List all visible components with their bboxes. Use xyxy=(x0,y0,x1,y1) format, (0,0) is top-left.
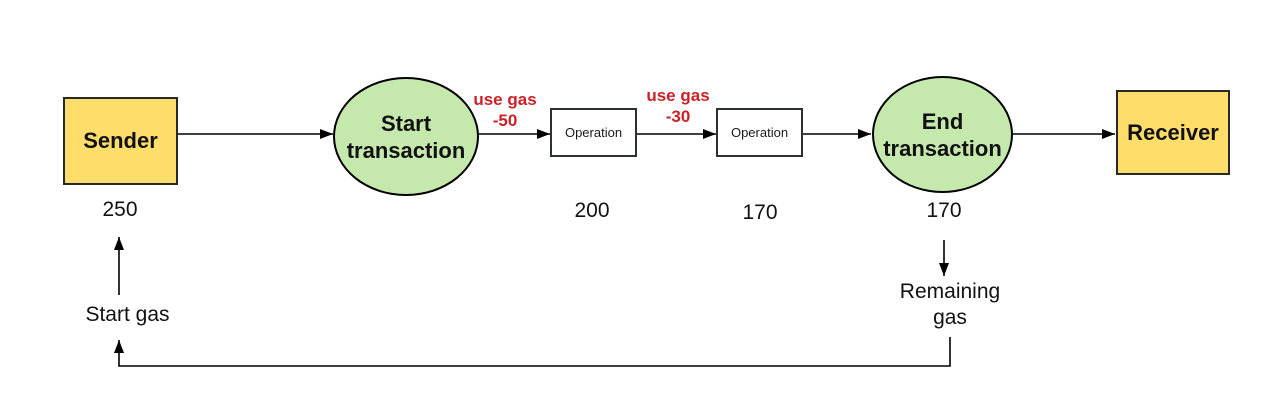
start-transaction-line2: transaction xyxy=(346,137,466,163)
gas-value-end-transaction: 170 xyxy=(926,199,962,222)
node-start-transaction-label: Start transaction xyxy=(347,110,466,164)
node-receiver-label: Receiver xyxy=(1127,119,1219,145)
node-end-transaction: End transaction xyxy=(872,76,1013,193)
node-operation-1-label: Operation xyxy=(564,125,623,140)
end-transaction-line2: transaction xyxy=(883,135,1002,161)
remaining-gas-line1: Remaining xyxy=(899,280,1001,303)
node-end-transaction-label: End transaction xyxy=(883,108,1002,162)
remaining-gas-line2: gas xyxy=(933,306,967,329)
gas-value-start: 250 xyxy=(102,198,138,221)
node-receiver: Receiver xyxy=(1116,90,1230,175)
label-remaining-gas: Remaining gas xyxy=(880,279,1020,331)
use-gas-30-line1: use gas xyxy=(646,86,710,105)
node-operation-1: Operation xyxy=(550,108,637,157)
node-sender: Sender xyxy=(63,97,178,185)
use-gas-50-line1: use gas xyxy=(473,90,537,109)
arrow-remaining-gas-feedback-to-start-gas xyxy=(114,337,951,367)
node-start-transaction: Start transaction xyxy=(333,77,479,196)
gas-value-after-operation1: 200 xyxy=(574,199,610,222)
use-gas-30-line2: -30 xyxy=(665,107,691,126)
start-transaction-line1: Start xyxy=(380,110,432,136)
edge-label-use-gas-30: use gas -30 xyxy=(628,85,728,127)
node-sender-label: Sender xyxy=(83,128,158,153)
node-operation-2: Operation xyxy=(716,108,803,157)
edge-label-use-gas-50: use gas -50 xyxy=(455,89,555,131)
node-operation-2-label: Operation xyxy=(730,125,789,140)
gas-value-after-operation2: 170 xyxy=(742,201,778,224)
end-transaction-line1: End xyxy=(921,108,964,134)
label-start-gas: Start gas xyxy=(85,303,170,326)
use-gas-50-line2: -50 xyxy=(492,111,518,130)
